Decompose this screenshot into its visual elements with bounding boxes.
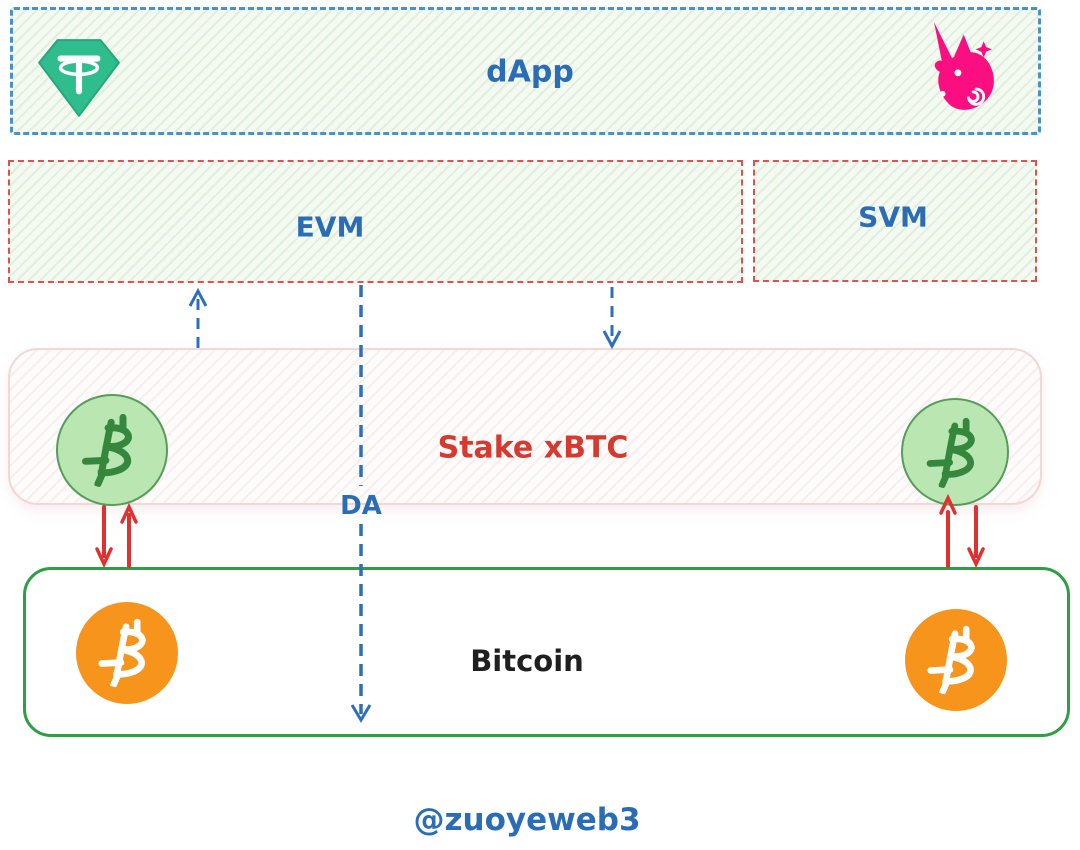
tether-gem-icon	[33, 34, 125, 122]
stake-layer-box	[8, 348, 1042, 505]
evm-label: EVM	[295, 210, 365, 244]
stake-xbtc-label: Stake xBTC	[437, 430, 629, 466]
bitcoin-layer-box	[23, 567, 1070, 737]
watermark-label: @zuoyeweb3	[413, 802, 641, 838]
svm-label: SVM	[858, 200, 928, 234]
stake-to-evm-arrow	[188, 287, 208, 348]
bitcoin-coin-icon-orange-left	[76, 602, 178, 704]
bitcoin-to-stake-arrow-left	[120, 502, 138, 568]
evm-to-stake-arrow	[602, 287, 622, 350]
svm-layer-box	[753, 160, 1037, 282]
dapp-label: dApp	[486, 54, 574, 90]
bitcoin-coin-icon-orange-right	[905, 609, 1007, 711]
bitcoin-to-stake-arrow-right	[939, 493, 957, 568]
uniswap-unicorn-icon	[913, 20, 999, 116]
bitcoin-label: Bitcoin	[470, 644, 584, 678]
bitcoin-coin-icon-green-left	[56, 394, 168, 506]
stake-to-bitcoin-arrow-left	[95, 505, 113, 569]
stake-to-bitcoin-arrow-right	[967, 505, 985, 569]
da-label: DA	[340, 491, 382, 521]
evm-layer-box	[8, 160, 743, 283]
bitcoin-coin-icon-green-right	[901, 398, 1009, 506]
dapp-layer-box	[10, 7, 1041, 135]
